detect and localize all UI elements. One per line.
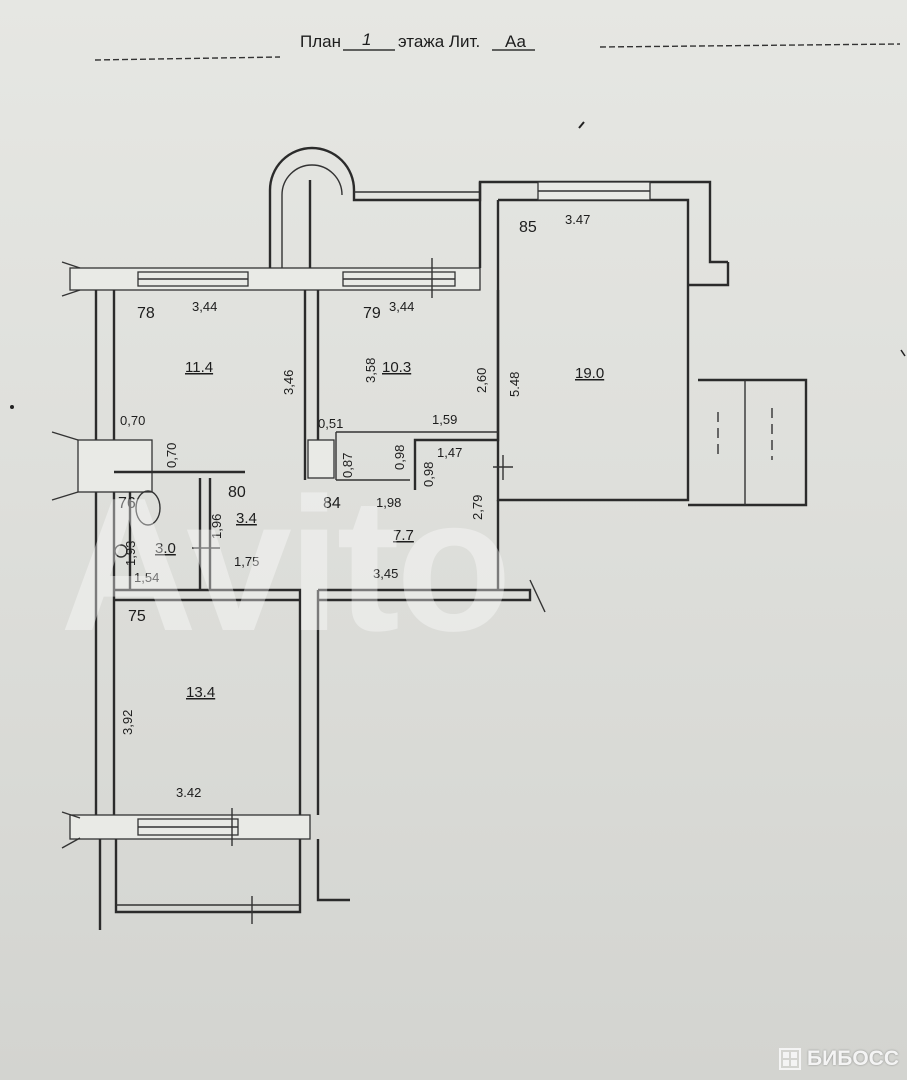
dim-159: 1,59 [432, 412, 457, 427]
room-labels: 78 11.4 79 10.3 85 19.0 80 3.4 76 3.0 84… [118, 219, 604, 701]
brand-badge: БИБОСС [779, 1046, 899, 1072]
dim-198: 1,98 [376, 495, 401, 510]
left-outer-wall [94, 290, 116, 815]
room-area-85: 19.0 [575, 365, 604, 382]
room-area-78: 11.4 [185, 359, 213, 376]
walls [51, 146, 808, 930]
left-opening [77, 439, 153, 493]
dim-070-a: 0,70 [120, 413, 145, 428]
dim-098-a: 0,98 [392, 445, 407, 470]
dim-051: 0,51 [318, 416, 343, 431]
loggia [98, 839, 350, 930]
room-area-80: 3.4 [236, 510, 257, 527]
dim-193: 1,93 [123, 541, 138, 566]
partition-78-79 [303, 290, 320, 480]
room-id-75: 75 [128, 608, 146, 625]
dimension-labels: 3,44 3,44 3.47 3,46 3,58 2,60 5.48 0,70 … [120, 212, 590, 800]
dim-392: 3,92 [120, 710, 135, 735]
dim-79-right: 2,60 [474, 368, 489, 393]
room-id-78: 78 [137, 305, 155, 322]
title-liter: Аа [505, 32, 527, 51]
plan-title: План 1 этажа Лит. Аа [94, 30, 901, 61]
dim-342: 3.42 [176, 785, 201, 800]
brand-name: БИБОСС [807, 1047, 899, 1070]
room-id-84: 84 [323, 495, 341, 512]
dim-345: 3,45 [373, 566, 398, 581]
bath-walls [114, 470, 245, 590]
room-id-85: 85 [519, 219, 537, 236]
room-85-walls [478, 182, 690, 502]
dim-098-b: 0,98 [421, 462, 436, 487]
room-area-76: 3.0 [155, 540, 176, 557]
room-area-79: 10.3 [382, 359, 411, 376]
dim-85-top: 3.47 [565, 212, 590, 227]
title-floor-number: 1 [362, 30, 371, 49]
biboss-logo-icon [779, 1048, 802, 1070]
dim-196: 1,96 [209, 514, 224, 539]
room-id-79: 79 [363, 305, 381, 322]
dim-279: 2,79 [470, 495, 485, 520]
title-word-floor: этажа Лит. [398, 32, 480, 51]
dim-070-b: 0,70 [164, 443, 179, 468]
dim-79-height: 3,58 [363, 358, 378, 383]
dim-154: 1,54 [134, 570, 159, 585]
dim-78-height: 3,46 [281, 370, 296, 395]
room-id-80: 80 [228, 484, 246, 501]
dim-147: 1,47 [437, 445, 462, 460]
title-word-plan: План [300, 32, 341, 51]
dim-78-top: 3,44 [192, 299, 217, 314]
dim-79-top: 3,44 [389, 299, 414, 314]
room-area-84: 7.7 [393, 527, 414, 544]
corridor-walls [114, 588, 532, 815]
dim-85-height: 5.48 [507, 372, 522, 397]
dim-175: 1,75 [234, 554, 259, 569]
bay-outline [268, 146, 728, 268]
balcony-85 [688, 262, 808, 507]
room-id-76: 76 [118, 495, 136, 512]
dim-087: 0,87 [340, 453, 355, 478]
room-area-75: 13.4 [186, 684, 215, 701]
